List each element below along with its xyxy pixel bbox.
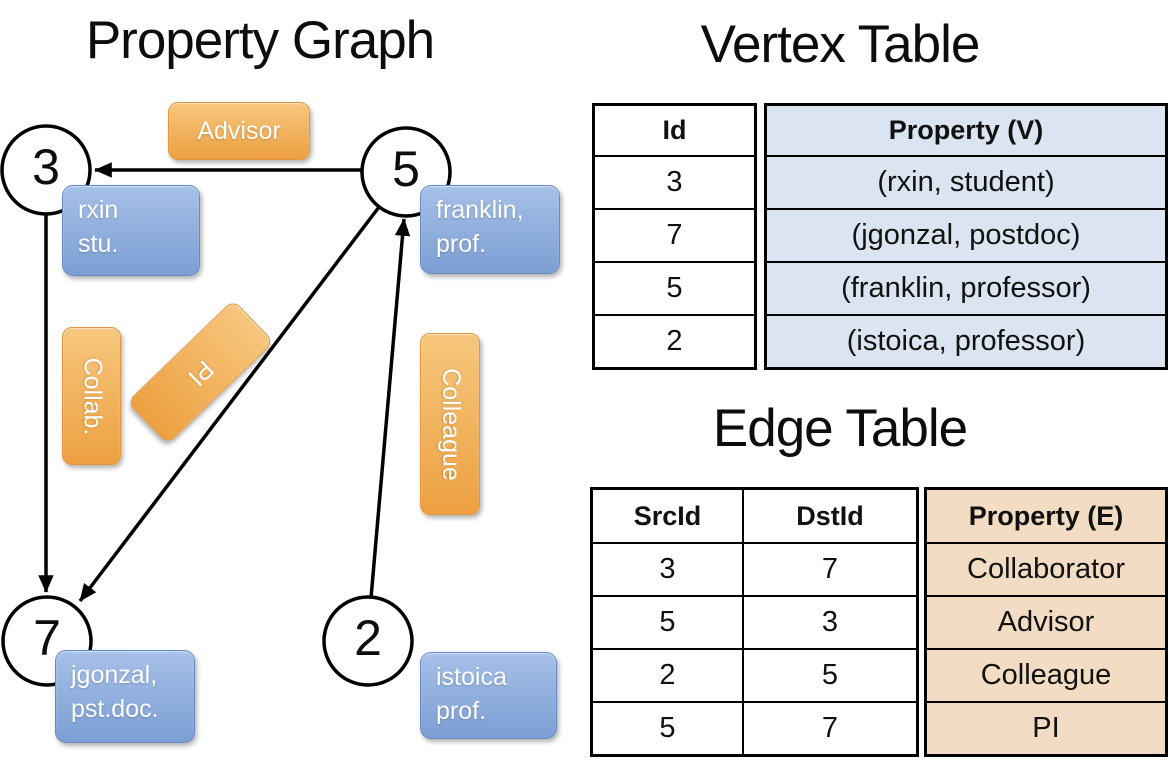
edge-table-id-headers: SrcId DstId xyxy=(593,490,916,542)
table-row: 7 xyxy=(595,208,754,261)
table-row: PI xyxy=(927,701,1165,754)
vertex-node-2 xyxy=(322,595,414,687)
vertex-table-id-header: Id xyxy=(662,115,687,145)
table-row: 2 5 xyxy=(593,648,916,701)
edge-label-colleague: Colleague xyxy=(420,333,480,515)
table-row: Collaborator xyxy=(927,542,1165,595)
table-row: (rxin, student) xyxy=(767,155,1165,208)
edge-table-property-header: Property (E) xyxy=(927,490,1165,542)
vertex-table-id-column: Id 3 7 5 2 xyxy=(592,103,757,370)
edge-label-collab: Collab. xyxy=(62,327,121,465)
property-graph-canvas xyxy=(0,124,452,687)
node-3-id: 3 xyxy=(32,139,60,195)
vertex-5-role: prof. xyxy=(436,229,487,258)
table-row: (istoica, professor) xyxy=(767,314,1165,367)
vertex-3-role: stu. xyxy=(78,229,119,258)
vertex-2-role: prof. xyxy=(436,696,487,725)
edge-pi-5-to-7 xyxy=(78,205,381,603)
vertex-table-property-header: Property (V) xyxy=(767,106,1165,155)
table-row: Advisor xyxy=(927,595,1165,648)
vertex-2-name: istoica xyxy=(436,663,507,691)
vertex-7-name: jgonzal, xyxy=(71,661,158,689)
edge-label-collab-text: Collab. xyxy=(78,357,107,435)
edge-table-dstid-header: DstId xyxy=(796,500,864,531)
edge-table-srcid-header: SrcId xyxy=(593,490,744,542)
edge-label-colleague-text: Colleague xyxy=(436,367,465,481)
vertex-5-name: franklin, xyxy=(436,196,524,224)
vertex-3-name: rxin xyxy=(78,196,119,224)
table-row: 5 3 xyxy=(593,595,916,648)
vertex-property-box-3: rxin stu. xyxy=(62,185,200,276)
table-row: Colleague xyxy=(927,648,1165,701)
table-row: 5 7 xyxy=(593,701,916,754)
table-row: (franklin, professor) xyxy=(767,261,1165,314)
vertex-7-role: pst.doc. xyxy=(71,694,159,723)
table-row: 3 xyxy=(595,155,754,208)
node-5-id: 5 xyxy=(392,141,420,197)
vertex-property-box-5: franklin, prof. xyxy=(420,185,560,274)
vertex-property-box-2: istoica prof. xyxy=(420,652,557,739)
edge-table-id-columns: SrcId DstId 3 7 5 3 2 5 5 7 xyxy=(590,487,919,757)
vertex-table-property-column: Property (V) (rxin, student) (jgonzal, p… xyxy=(764,103,1168,370)
edge-label-advisor: Advisor xyxy=(168,102,310,160)
table-row: (jgonzal, postdoc) xyxy=(767,208,1165,261)
edge-label-pi-text: PI xyxy=(182,354,220,391)
node-2-id: 2 xyxy=(354,610,382,666)
edge-table-title: Edge Table xyxy=(712,399,968,458)
edge-colleague-2-to-5 xyxy=(369,218,411,599)
table-row: 5 xyxy=(595,261,754,314)
table-row: 3 7 xyxy=(593,542,916,595)
edge-table-property-column: Property (E) Collaborator Advisor Collea… xyxy=(924,487,1168,757)
vertex-property-box-7: jgonzal, pst.doc. xyxy=(55,650,195,743)
table-row: 2 xyxy=(595,314,754,367)
property-graph-title: Property Graph xyxy=(85,11,435,70)
edge-label-advisor-text: Advisor xyxy=(197,116,281,145)
vertex-table-title: Vertex Table xyxy=(700,15,981,74)
